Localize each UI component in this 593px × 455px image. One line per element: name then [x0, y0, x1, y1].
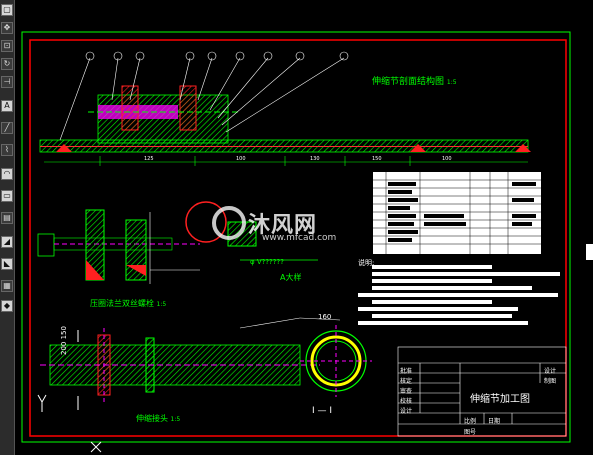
flange-dimension: 160: [318, 313, 332, 321]
section-view: [39, 51, 531, 166]
dim-label: 150: [372, 156, 382, 162]
detail-a-label: A大样: [280, 273, 302, 282]
pipe-dimension: 200 150: [60, 326, 68, 355]
expansion-joint-view: [37, 317, 341, 412]
pan-icon[interactable]: ⊡: [1, 40, 13, 52]
title-row: 设计: [400, 408, 413, 415]
title-right-row: 制图: [544, 378, 557, 385]
parts-table: [373, 172, 541, 254]
section-title: 伸缩节剖面结构图 1:5: [372, 77, 457, 87]
dim-label: 125: [144, 156, 154, 162]
watermark-logo-icon: [212, 206, 246, 240]
title-row: 校核: [400, 398, 413, 405]
flange-detail: [37, 209, 200, 284]
cursor-crosshair: [90, 441, 102, 453]
select-icon[interactable]: ▢: [1, 4, 13, 16]
drawing-no-label: 图号: [464, 429, 477, 436]
outer-frame: [21, 31, 571, 443]
detail-a-note: φ V??????: [250, 258, 284, 266]
right-edge-marker: [586, 244, 593, 260]
title-row: 审查: [400, 388, 413, 395]
rectangle-icon[interactable]: ▭: [1, 190, 13, 202]
line-icon[interactable]: ╱: [1, 122, 13, 134]
trim-icon[interactable]: ⊣: [1, 76, 13, 88]
title-row: 批准: [400, 368, 413, 375]
drawing-title: 伸缩节加工图: [470, 394, 530, 405]
left-toolbar: ▢ ✥ ⊡ ↻ ⊣ A ╱ ⌇ ◠ ▭ ▤ ◢ ◣ ▦ ◆: [0, 0, 15, 455]
title-row: 核定: [400, 378, 413, 385]
move-icon[interactable]: ✥: [1, 22, 13, 34]
block-icon[interactable]: ▦: [1, 280, 13, 292]
arc-icon[interactable]: ◠: [1, 168, 13, 180]
layer-icon[interactable]: ◣: [1, 258, 13, 270]
date-label: 日期: [488, 418, 501, 425]
notes-heading: 说明:: [358, 259, 375, 267]
hatch-icon[interactable]: ▤: [1, 212, 13, 224]
polyline-icon[interactable]: ⌇: [1, 144, 13, 156]
title-right-row: 设计: [544, 368, 557, 375]
watermark-brand: 沐风网: [248, 213, 318, 238]
view-3d-icon[interactable]: ◆: [1, 300, 13, 312]
title-block: [397, 346, 567, 437]
detail-title: 压圈法兰双丝螺栓 1:5: [90, 299, 167, 308]
scale-label: 比例: [464, 418, 477, 425]
dim-label: 100: [442, 156, 452, 162]
notes-block: [358, 265, 560, 325]
joint-title: 伸缩接头 1:5: [136, 414, 181, 423]
dimension-icon[interactable]: ◢: [1, 236, 13, 248]
section-I-I: [300, 325, 372, 397]
dim-label: 100: [236, 156, 246, 162]
section-mark: I — I: [312, 406, 333, 416]
watermark-url: www.mfcad.com: [262, 233, 337, 243]
rotate-icon[interactable]: ↻: [1, 58, 13, 70]
dim-label: 130: [310, 156, 320, 162]
inner-frame: [29, 39, 567, 437]
text-icon[interactable]: A: [1, 100, 13, 112]
